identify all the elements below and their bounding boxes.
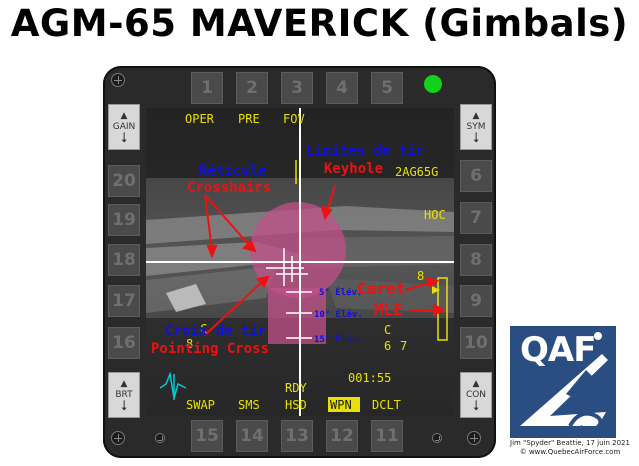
- osb-16[interactable]: 16: [108, 327, 140, 359]
- osb-19[interactable]: 19: [108, 204, 140, 236]
- mfd-screen: [146, 108, 454, 416]
- up-arrow-icon: ▲: [120, 378, 128, 389]
- credit-author: Jim "Spyder" Beattie, 17 juin 2021: [510, 439, 630, 447]
- screw-icon: [432, 433, 442, 443]
- osb-11[interactable]: 11: [371, 420, 403, 452]
- osb-18[interactable]: 18: [108, 244, 140, 276]
- down-arrow-icon: ⭣: [472, 129, 480, 146]
- sym-label: SYM: [466, 121, 486, 132]
- up-arrow-icon: ▲: [472, 378, 480, 389]
- down-arrow-icon: ⭣: [472, 397, 480, 414]
- up-arrow-icon: ▲: [120, 110, 128, 121]
- osb-7[interactable]: 7: [460, 202, 492, 234]
- credit-website[interactable]: © www.QuebecAirForce.com: [519, 448, 621, 456]
- keyhole-shape: [250, 202, 346, 344]
- osb-17[interactable]: 17: [108, 285, 140, 317]
- osb-6[interactable]: 6: [460, 160, 492, 192]
- brt-rocker[interactable]: ▲ BRT ⭣: [108, 372, 140, 418]
- page-title: AGM-65 MAVERICK (Gimbals): [10, 2, 629, 45]
- osb-5[interactable]: 5: [371, 72, 403, 104]
- screw-icon: [155, 433, 165, 443]
- screw-icon: [111, 431, 125, 445]
- pointing-cross: [266, 248, 308, 286]
- gain-rocker[interactable]: ▲ GAIN ⭣: [108, 104, 140, 150]
- up-arrow-icon: ▲: [472, 110, 480, 121]
- osb-13[interactable]: 13: [281, 420, 313, 452]
- osb-1[interactable]: 1: [191, 72, 223, 104]
- osb-14[interactable]: 14: [236, 420, 268, 452]
- power-led-indicator: [424, 75, 442, 93]
- screw-icon: [467, 431, 481, 445]
- gain-label: GAIN: [112, 121, 136, 132]
- qaf-logo: [510, 326, 616, 438]
- qaf-logo-text: QAF: [520, 330, 596, 370]
- osb-2[interactable]: 2: [236, 72, 268, 104]
- con-rocker[interactable]: ▲ CON ⭣: [460, 372, 492, 418]
- brt-label: BRT: [115, 389, 133, 400]
- osb-15[interactable]: 15: [191, 420, 223, 452]
- jet-logo-icon: [520, 332, 608, 434]
- con-label: CON: [465, 389, 487, 400]
- mfd-display: [146, 108, 454, 416]
- osb-3[interactable]: 3: [281, 72, 313, 104]
- down-arrow-icon: ⭣: [120, 129, 128, 146]
- osb-20[interactable]: 20: [108, 165, 140, 197]
- sym-rocker[interactable]: ▲ SYM ⭣: [460, 104, 492, 150]
- osb-12[interactable]: 12: [326, 420, 358, 452]
- osb-9[interactable]: 9: [460, 285, 492, 317]
- osb-8[interactable]: 8: [460, 244, 492, 276]
- datalink-icon: [159, 371, 187, 400]
- screw-icon: [111, 73, 125, 87]
- osb-4[interactable]: 4: [326, 72, 358, 104]
- osb-10[interactable]: 10: [460, 327, 492, 359]
- down-arrow-icon: ⭣: [120, 397, 128, 414]
